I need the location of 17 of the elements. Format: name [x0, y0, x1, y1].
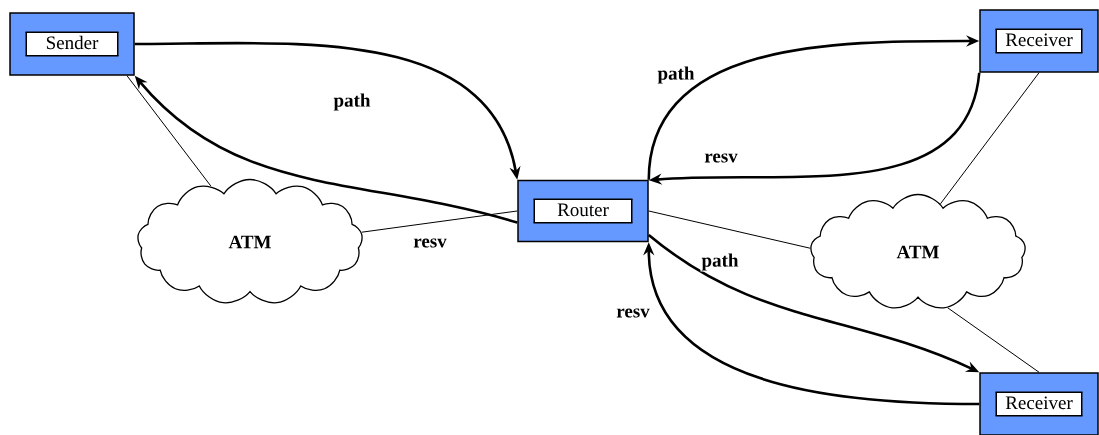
edge-label: resv	[703, 152, 739, 164]
connector-line	[939, 72, 1040, 205]
cloud: ATM	[137, 178, 363, 304]
node-box: Sender	[9, 12, 135, 76]
node-box: Receiver	[979, 372, 1099, 435]
edge-label: path	[700, 252, 740, 272]
edge-label: path	[332, 92, 372, 112]
connector-line	[648, 210, 811, 249]
edge-label: resv	[615, 307, 651, 319]
connector-line	[361, 210, 518, 233]
connector-line	[947, 307, 1040, 373]
edge-label: resv	[412, 237, 448, 249]
node-box: Receiver	[979, 9, 1099, 73]
edge-label: path	[656, 65, 696, 85]
cloud: ATM	[810, 193, 1026, 309]
connector-line	[126, 75, 212, 187]
node-box: Router	[517, 179, 649, 243]
